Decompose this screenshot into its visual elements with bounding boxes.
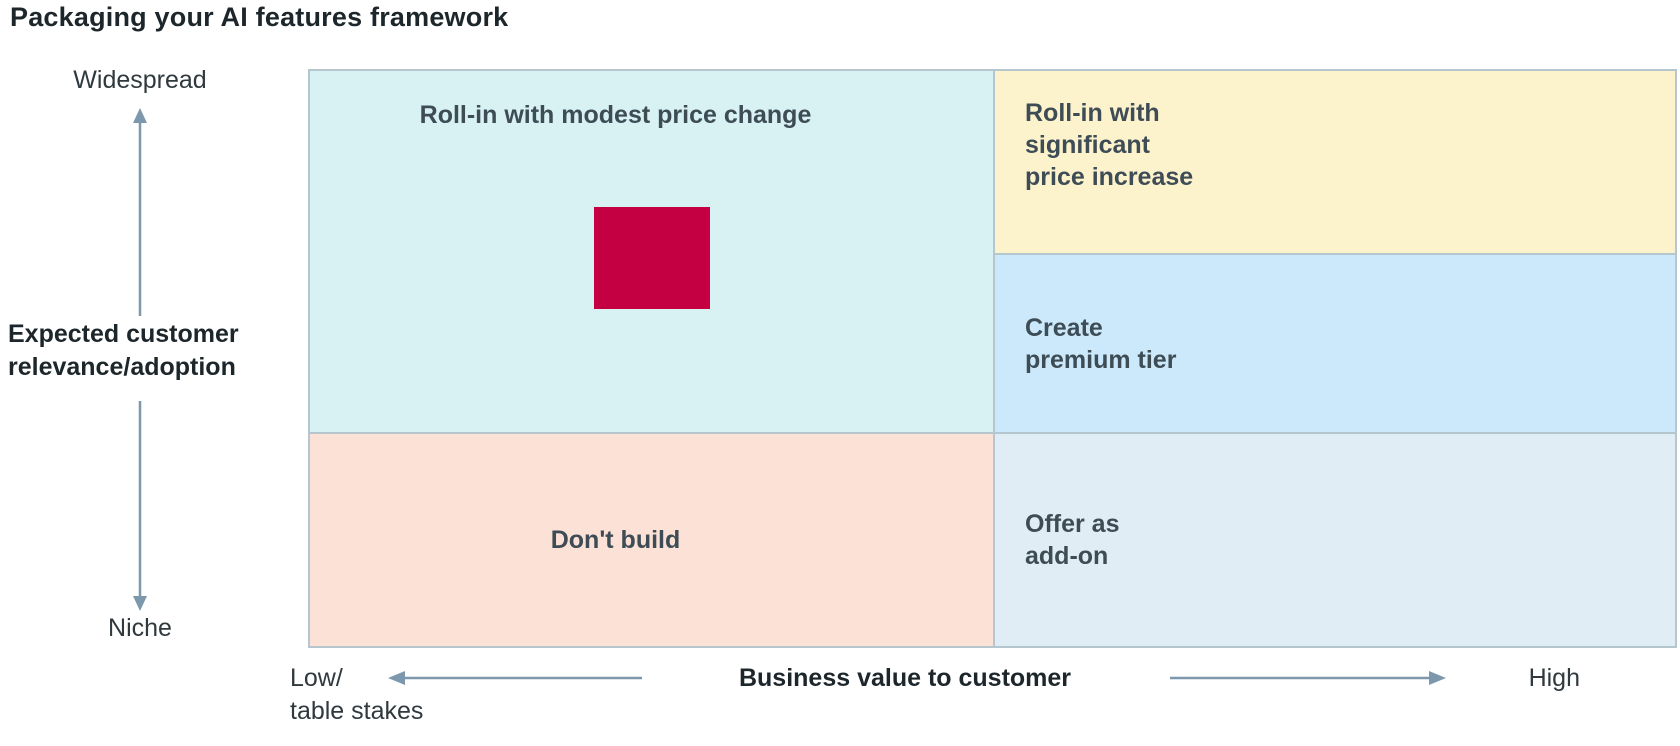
quadrant-offer-addon: Offer as add-on [995,434,1675,646]
arrow-down-icon [133,401,147,611]
quadrant-label: Offer as add-on [1025,510,1120,570]
quadrant-roll-in-significant: Roll-in with significant price increase [995,71,1675,253]
quadrant-label: Don't build [550,526,681,554]
quadrant-dont-build: Don't build [310,434,993,646]
x-axis-right-label: High [1528,664,1580,692]
solid-feature-block [594,207,710,309]
quadrant-label: Roll-in with significant price increase [1025,99,1194,191]
arrow-left-icon [388,671,642,685]
quadrant-roll-in-modest: Roll-in with modest price change [310,71,993,432]
page-title: Packaging your AI features framework [10,2,509,32]
x-axis-left-label: Low/ table stakes [290,664,424,725]
quadrant-label: Create premium tier [1025,313,1177,374]
arrow-right-icon [1170,671,1446,685]
quadrant-label: Roll-in with modest price change [419,101,812,129]
y-axis-title-line: relevance/adoption [8,353,236,381]
x-axis-title: Business value to customer [738,664,1072,692]
y-axis-bottom-label: Niche [108,614,172,642]
matrix: Roll-in with modest price change Don't b… [308,69,1677,648]
arrow-up-icon [133,108,147,316]
quadrant-create-premium: Create premium tier [995,255,1675,432]
y-axis-top-label: Widespread [73,66,207,94]
y-axis-title: Expected customer relevance/adoption [8,318,278,384]
y-axis-title-line: Expected customer [8,320,239,348]
